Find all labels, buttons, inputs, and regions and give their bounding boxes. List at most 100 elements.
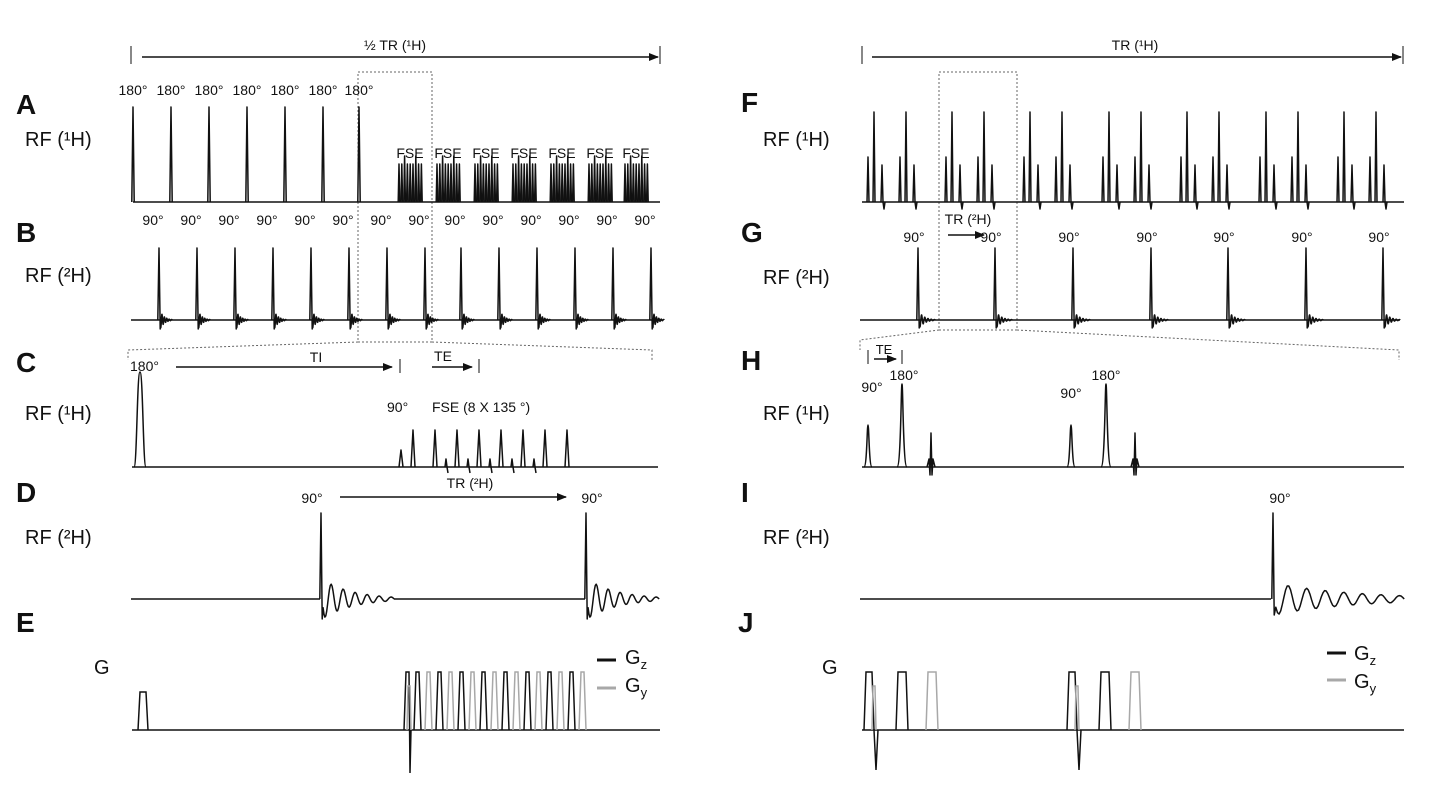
row-label-i: RF (²H) <box>763 527 830 549</box>
f-excitation <box>1211 156 1215 203</box>
row-e-gradients <box>137 671 587 774</box>
j-refocus-gradient <box>1098 671 1112 731</box>
deuterium-excitation-fid <box>649 247 665 330</box>
i-fid <box>1271 512 1405 616</box>
f-echo <box>1068 164 1074 210</box>
legend-right: Gz Gy <box>1327 643 1377 696</box>
a-flip-label: 180° <box>157 82 186 98</box>
deuterium-excitation-fid <box>497 247 513 330</box>
fse-echo-spike <box>593 155 597 203</box>
fse-echo-spike <box>643 163 647 203</box>
deuterium-excitation-fid <box>535 247 551 330</box>
phase-encode-gradient <box>556 671 565 731</box>
te-label-left: TE <box>434 348 452 364</box>
fse-echo-spike <box>595 163 599 203</box>
row-a-pulses <box>131 106 649 203</box>
a-flip-label: 180° <box>233 82 262 98</box>
fse-echo-spike <box>473 163 477 203</box>
inversion-pulse <box>357 106 361 203</box>
slice-gradient <box>479 671 488 731</box>
f-refocus <box>872 111 876 203</box>
f-echo <box>912 164 918 210</box>
c-refocus-pulse <box>542 429 548 468</box>
fse-echo-spike <box>400 163 404 203</box>
fse-echo-spike <box>571 163 575 203</box>
fse-echo-spike <box>645 163 649 203</box>
phase-encode-gradient <box>534 671 543 731</box>
a-fse-label: FSE <box>622 145 649 161</box>
row-g-labels: 90°90°90°90°90°90°90° <box>903 229 1389 245</box>
deuterium-excitation-fid <box>611 247 627 330</box>
panel-letter-c: C <box>16 347 36 378</box>
g-flip-label: 90° <box>1136 229 1157 245</box>
fse-echo-spike <box>481 163 485 203</box>
fse-echo-spike <box>623 163 627 203</box>
b-flip-label: 90° <box>444 212 465 228</box>
panel-letter-j: J <box>738 607 754 638</box>
panel-letter-i: I <box>741 477 749 508</box>
panel-letter-h: H <box>741 345 761 376</box>
fse-echo-spike <box>555 155 559 203</box>
f-echo <box>958 164 964 210</box>
row-label-a: RF (¹H) <box>25 129 92 151</box>
fse-echo-spike <box>455 163 459 203</box>
c-excitation-pulse <box>398 449 404 468</box>
fse-echo-spike <box>405 163 409 203</box>
fse-echo-spike <box>631 163 635 203</box>
g-deuterium-fid <box>1226 247 1246 329</box>
fse-echo-spike <box>397 163 401 203</box>
row-f-pulses <box>866 111 1388 210</box>
row-label-g: RF (²H) <box>763 267 830 289</box>
f-excitation <box>976 156 980 203</box>
zoom-line-right-a <box>859 329 940 350</box>
zoom-line-left-a <box>127 341 359 360</box>
inversion-pulse <box>131 106 135 203</box>
deuterium-excitation-fid <box>573 247 589 330</box>
deuterium-excitation-fid <box>157 247 173 330</box>
f-refocus <box>904 111 908 203</box>
a-flip-label: 180° <box>309 82 338 98</box>
j-readout-gradient <box>925 671 939 731</box>
row-b-pulses <box>157 247 665 330</box>
fse-echo-spike <box>528 155 532 203</box>
fse-echo-spike <box>487 163 491 203</box>
inversion-pulse <box>321 106 325 203</box>
h-label-4: 180° <box>1092 367 1121 383</box>
right-figure: TR (¹H) F RF (¹H) G RF (²H) TR (²H) 90°9… <box>738 37 1405 771</box>
fse-echo-spike <box>549 163 553 203</box>
inversion-pulse <box>207 106 211 203</box>
f-refocus <box>1374 111 1378 203</box>
i-flip-label: 90° <box>1269 490 1290 506</box>
c-excitation-label: 90° <box>387 399 408 415</box>
h-te-label: TE <box>876 342 893 357</box>
b-flip-label: 90° <box>294 212 315 228</box>
row-label-d: RF (²H) <box>25 527 92 549</box>
fse-echo-spike <box>522 163 526 203</box>
deuterium-excitation-fid <box>423 247 439 330</box>
fse-echo-spike <box>514 163 518 203</box>
f-echo <box>1272 164 1278 210</box>
panel-letter-g: G <box>741 217 763 248</box>
c-echo <box>510 458 515 474</box>
b-flip-label: 90° <box>332 212 353 228</box>
f-excitation <box>1133 156 1137 203</box>
row-i-waveform <box>860 512 1405 616</box>
h-label-1: 90° <box>861 379 882 395</box>
a-fse-label: FSE <box>586 145 613 161</box>
inversion-pulse <box>169 106 173 203</box>
f-excitation <box>1336 156 1340 203</box>
c-refocus-pulse <box>410 429 416 468</box>
c-inversion-pulse <box>133 371 147 468</box>
a-flip-label: 180° <box>271 82 300 98</box>
row-d-waveform <box>131 512 660 620</box>
c-echo <box>444 458 449 474</box>
f-refocus <box>1139 111 1143 203</box>
fse-echo-spike <box>601 163 605 203</box>
f-excitation <box>1290 156 1294 203</box>
g-deuterium-fid <box>993 247 1013 329</box>
h-excitation-pulse <box>863 424 873 468</box>
c-refocus-pulse <box>454 429 460 468</box>
fse-echo-spike <box>590 163 594 203</box>
row-label-e: G <box>94 657 110 679</box>
phase-encode-gradient <box>446 671 455 731</box>
